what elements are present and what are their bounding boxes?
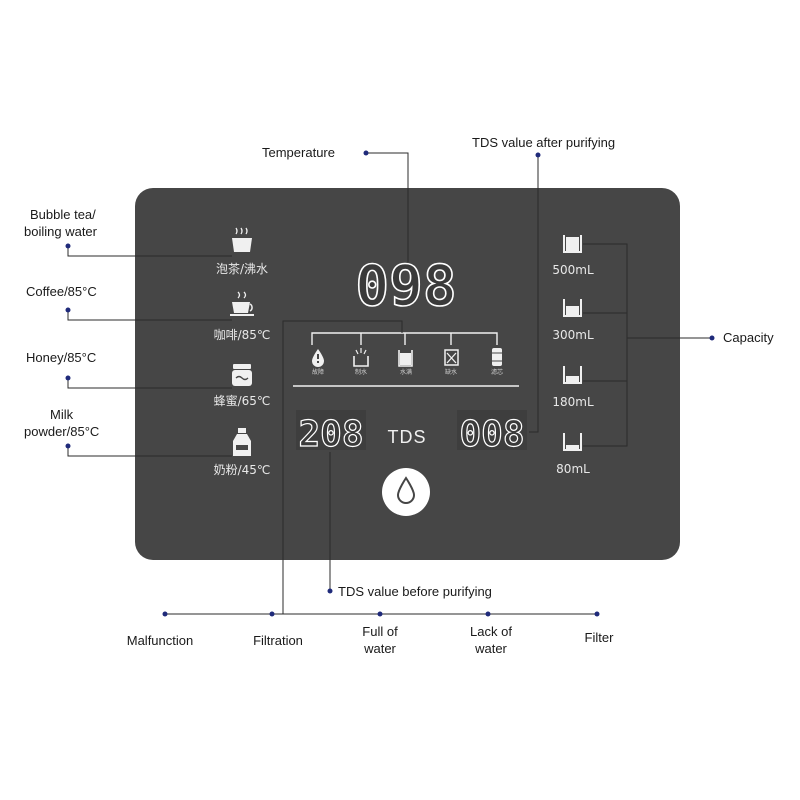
filter-icon[interactable]: [492, 348, 502, 366]
callout-bubble-tea-line2: boiling water: [24, 224, 98, 239]
mode-label-honey: 蜂蜜/65℃: [214, 393, 271, 408]
mode-button-honey[interactable]: 蜂蜜/65℃: [214, 364, 271, 408]
capacity-label-180ml: 180mL: [552, 395, 594, 409]
honey-jar-icon: [232, 364, 252, 386]
cup-icon: [563, 299, 582, 317]
dispense-button[interactable]: [382, 468, 430, 516]
drop-fault-icon[interactable]: [312, 349, 324, 367]
mode-label-coffee: 咖啡/85℃: [214, 327, 271, 342]
steaming-cup-icon: [232, 227, 252, 252]
status-label-filtration: 制水: [355, 368, 367, 376]
callout-tds-after: TDS value after purifying: [472, 135, 615, 150]
filtration-icon[interactable]: [353, 348, 369, 367]
callout-milk-line1: Milk: [50, 407, 74, 422]
callout-capacity: Capacity: [723, 330, 774, 345]
coffee-cup-icon: [230, 291, 254, 316]
tds-after-display-frame: [457, 410, 527, 450]
callout-malfunction: Malfunction: [127, 633, 193, 648]
callout-lack-water-line1: Lack of: [470, 624, 512, 639]
callout-lack-water-line2: water: [474, 641, 507, 656]
mode-label-milk: 奶粉/45℃: [214, 463, 271, 477]
capacity-button-500ml[interactable]: 500mL: [552, 235, 594, 277]
callout-filtration: Filtration: [253, 633, 303, 648]
callout-full-water-line2: water: [363, 641, 396, 656]
tds-label: TDS: [388, 427, 427, 447]
status-icon-row: 故障 制水 水满 缺水 滤芯: [311, 332, 503, 376]
capacity-label-80ml: 80mL: [556, 462, 590, 476]
callout-full-water-line1: Full of: [362, 624, 398, 639]
callout-honey: Honey/85°C: [26, 350, 96, 365]
control-panel: [135, 188, 680, 560]
tds-before-display-frame: [296, 410, 366, 450]
mode-label-bubble-tea: 泡茶/沸水: [216, 261, 268, 276]
leader-lines: [65, 150, 715, 617]
status-label-malfunction: 故障: [312, 368, 324, 376]
cup-low-icon: [563, 433, 582, 451]
status-label-lack-water: 缺水: [445, 368, 457, 376]
temperature-display: 098: [355, 254, 456, 319]
mode-button-milk[interactable]: 奶粉/45℃: [214, 428, 271, 477]
full-water-icon[interactable]: [398, 350, 413, 367]
tds-before-display: 208: [298, 414, 363, 455]
callout-temperature: Temperature: [262, 145, 335, 160]
callout-coffee: Coffee/85°C: [26, 284, 97, 299]
mode-button-bubble-tea[interactable]: 泡茶/沸水: [216, 227, 268, 276]
status-label-full-water: 水满: [400, 368, 412, 376]
mode-button-coffee[interactable]: 咖啡/85℃: [214, 291, 271, 342]
lack-water-icon[interactable]: [444, 349, 459, 366]
capacity-button-80ml[interactable]: 80mL: [556, 433, 590, 476]
full-cup-icon: [563, 235, 582, 253]
capacity-button-180ml[interactable]: 180mL: [552, 366, 594, 409]
callout-bubble-tea-line1: Bubble tea/: [30, 207, 96, 222]
tds-after-display: 008: [459, 414, 524, 455]
capacity-label-300ml: 300mL: [552, 328, 594, 342]
capacity-label-500ml: 500mL: [552, 263, 594, 277]
callout-filter: Filter: [585, 630, 615, 645]
milk-bottle-icon: [233, 428, 251, 456]
capacity-button-300ml[interactable]: 300mL: [552, 299, 594, 342]
callout-tds-before: TDS value before purifying: [338, 584, 492, 599]
callout-milk-line2: powder/85°C: [24, 424, 99, 439]
water-drop-icon: [396, 476, 416, 504]
cup-icon: [563, 366, 582, 384]
status-label-filter: 滤芯: [491, 368, 503, 376]
